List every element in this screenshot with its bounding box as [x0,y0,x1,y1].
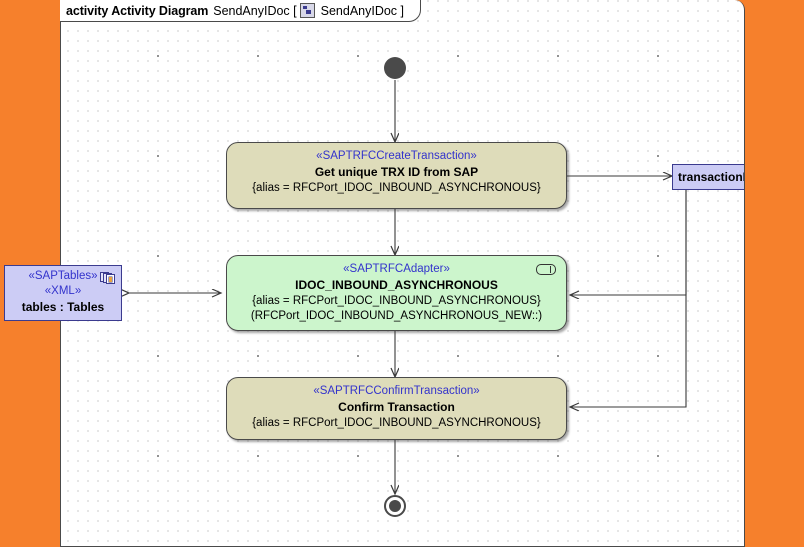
object-stereotype-saptables: «SAPTables» [28,270,98,282]
diagram-frame-label: activity Activity Diagram SendAnyIDoc [ … [60,0,422,22]
object-node-transaction-id[interactable]: transactionID : String [672,164,744,190]
frame-keyword: activity Activity Diagram [66,3,209,18]
object-node-label: tables : Tables [21,300,105,314]
object-node-label: transactionID : String [677,169,744,184]
action-property: {alias = RFCPort_IDOC_INBOUND_ASYNCHRONO… [252,182,541,194]
frame-name: SendAnyIDoc [ [213,3,297,18]
stacked-documents-icon [100,272,115,286]
action-title: Get unique TRX ID from SAP [314,165,479,179]
object-node-tables[interactable]: «SAPTables» «XML» tables : Tables [4,265,122,321]
activity-diagram-icon [299,3,315,18]
action-property-alias: {alias = RFCPort_IDOC_INBOUND_ASYNCHRONO… [252,295,541,307]
activity-diagram-frame: «SAPTRFCCreateTransaction» Get unique TR… [60,0,745,547]
action-stereotype: «SAPTRFCAdapter» [343,263,450,275]
action-title: Confirm Transaction [338,400,455,414]
action-stereotype: «SAPTRFCConfirmTransaction» [313,385,480,397]
action-title: IDOC_INBOUND_ASYNCHRONOUS [295,278,498,292]
activity-final-node[interactable] [384,495,406,517]
action-property-port: (RFCPort_IDOC_INBOUND_ASYNCHRONOUS_NEW::… [250,310,543,322]
pin-icon [536,264,556,275]
initial-node[interactable] [384,57,406,79]
action-get-unique-trx-id[interactable]: «SAPTRFCCreateTransaction» Get unique TR… [226,142,567,209]
action-idoc-inbound-asynchronous[interactable]: «SAPTRFCAdapter» IDOC_INBOUND_ASYNCHRONO… [226,255,567,331]
action-property: {alias = RFCPort_IDOC_INBOUND_ASYNCHRONO… [252,417,541,429]
action-stereotype: «SAPTRFCCreateTransaction» [316,150,477,162]
object-stereotype-xml: «XML» [44,285,82,297]
action-confirm-transaction[interactable]: «SAPTRFCConfirmTransaction» Confirm Tran… [226,377,567,440]
frame-inner-name: SendAnyIDoc ] [320,3,405,18]
